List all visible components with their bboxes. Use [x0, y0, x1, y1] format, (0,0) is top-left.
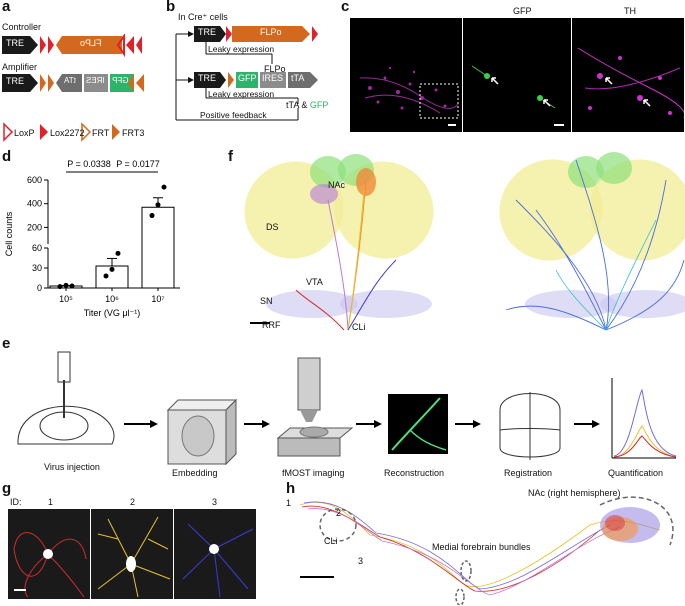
panel-f-brain-render — [244, 152, 685, 331]
y-tick-label: 30 — [32, 263, 42, 273]
region-vta: VTA — [306, 277, 323, 287]
trace-num-2: 2 — [336, 508, 342, 518]
data-point — [155, 202, 161, 208]
step-virus-injection: Virus injection — [44, 462, 100, 472]
neuron-id-1: 1 — [48, 497, 54, 507]
region-nac: NAc — [328, 180, 346, 190]
ires-label-a: IRES — [86, 76, 105, 85]
region-ds: DS — [266, 222, 279, 232]
data-point — [115, 250, 121, 256]
flpo-box — [56, 36, 122, 54]
flpo-label-a: FLPo — [80, 38, 102, 48]
panel-f-letter: f — [228, 148, 233, 165]
leaky-expression-2: Leaky expression — [208, 89, 275, 99]
x-tick-label: 10⁷ — [151, 294, 164, 304]
cre-cells-label: In Cre⁺ cells — [178, 12, 228, 22]
data-point — [57, 284, 63, 290]
panel-a-constructs — [2, 34, 144, 142]
frt-label: FRT — [92, 128, 110, 138]
overview-image — [350, 18, 462, 132]
tre-box — [2, 36, 30, 54]
y-tick-label: 60 — [32, 243, 42, 253]
panel-a-letter: a — [2, 0, 11, 15]
tre-label-b1: TRE — [198, 27, 216, 37]
y-tick-label: 0 — [37, 283, 42, 293]
data-point — [149, 213, 155, 219]
panel-b-diagram — [175, 26, 318, 121]
data-point — [63, 282, 69, 288]
neuron-id-3: 3 — [212, 497, 218, 507]
x-axis-label: Titer (VG μl⁻¹) — [84, 308, 141, 318]
cli-label-h: CLi — [324, 536, 338, 546]
controller-label: Controller — [2, 22, 42, 32]
panel-g-letter: g — [2, 480, 12, 497]
tta-label-b: tTA — [291, 73, 305, 83]
panel-d-letter: d — [2, 148, 12, 165]
flpo-output: FLPo — [264, 64, 286, 74]
y-tick-label: 400 — [27, 199, 42, 209]
x-tick-label: 10⁶ — [105, 294, 119, 304]
step-reconstruction: Reconstruction — [384, 468, 445, 478]
loxp-label: LoxP — [14, 128, 35, 138]
loxp-triangle — [40, 36, 46, 54]
region-sn: SN — [260, 296, 273, 306]
gfp-label-a: GFP — [112, 76, 129, 85]
gfp-output-text: GFP — [309, 100, 329, 110]
region-cli: CLi — [352, 322, 366, 332]
neuron-id-2: 2 — [130, 497, 136, 507]
amplifier-label: Amplifier — [2, 62, 38, 72]
gfp-image — [463, 18, 571, 132]
ires-label-b: IRES — [262, 73, 284, 83]
panel-h-projection — [299, 496, 674, 605]
gfp-label-b: GFP — [238, 73, 257, 83]
step-embedding: Embedding — [172, 468, 218, 478]
step-fmost-imaging: fMOST imaging — [282, 468, 345, 478]
panel-b-letter: b — [166, 0, 176, 15]
tre-label-2: TRE — [6, 76, 24, 86]
step-registration: Registration — [504, 468, 553, 478]
data-point — [103, 273, 109, 279]
mfb-label: Medial forebrain bundles — [432, 542, 531, 552]
th-channel-label: TH — [624, 6, 636, 16]
panel-e-letter: e — [2, 335, 11, 352]
frt3-label: FRT3 — [122, 128, 145, 138]
th-image — [572, 18, 684, 132]
panel-c-micrographs — [350, 18, 684, 132]
lox2272-label: Lox2272 — [50, 128, 85, 138]
bar-chart: 200 400 600 0 30 60 Cell counts 10⁵ 10⁶ 10⁷ Titer … — [4, 159, 180, 318]
x-tick-label: 10⁵ — [59, 294, 73, 304]
tre-label-1: TRE — [6, 38, 24, 48]
panel-g-neurons — [8, 509, 256, 599]
tta-label-a: tTA — [64, 76, 76, 85]
tre-label-b2: TRE — [198, 73, 216, 83]
p-value-1: P = 0.0338 — [67, 159, 111, 169]
region-rrf: RRF — [262, 320, 281, 330]
p-value-2: P = 0.0177 — [116, 159, 160, 169]
tta-output-text: tTA & — [286, 100, 310, 110]
flpo-label-b: FLPo — [260, 27, 282, 37]
trace-num-3: 3 — [358, 556, 364, 566]
trace-num-1: 1 — [286, 498, 292, 508]
nac-right-hemisphere-label: NAc (right hemisphere) — [528, 488, 621, 498]
id-label: ID: — [10, 497, 22, 507]
gfp-channel-label: GFP — [513, 6, 532, 16]
tta-gfp-output: tTA & GFP — [286, 100, 328, 110]
data-point — [109, 266, 115, 272]
step-quantification: Quantification — [608, 468, 664, 478]
data-point — [69, 283, 75, 289]
panel-c-letter: c — [341, 0, 350, 15]
positive-feedback-label: Positive feedback — [200, 110, 267, 120]
y-tick-label: 600 — [27, 175, 42, 185]
panel-e-pipeline — [17, 351, 677, 466]
y-tick-label: 200 — [27, 222, 42, 232]
bar — [141, 206, 175, 289]
y-axis-label: Cell counts — [4, 211, 14, 256]
leaky-expression-1: Leaky expression — [208, 44, 275, 54]
data-point — [161, 184, 167, 190]
panel-h-letter: h — [286, 480, 296, 497]
